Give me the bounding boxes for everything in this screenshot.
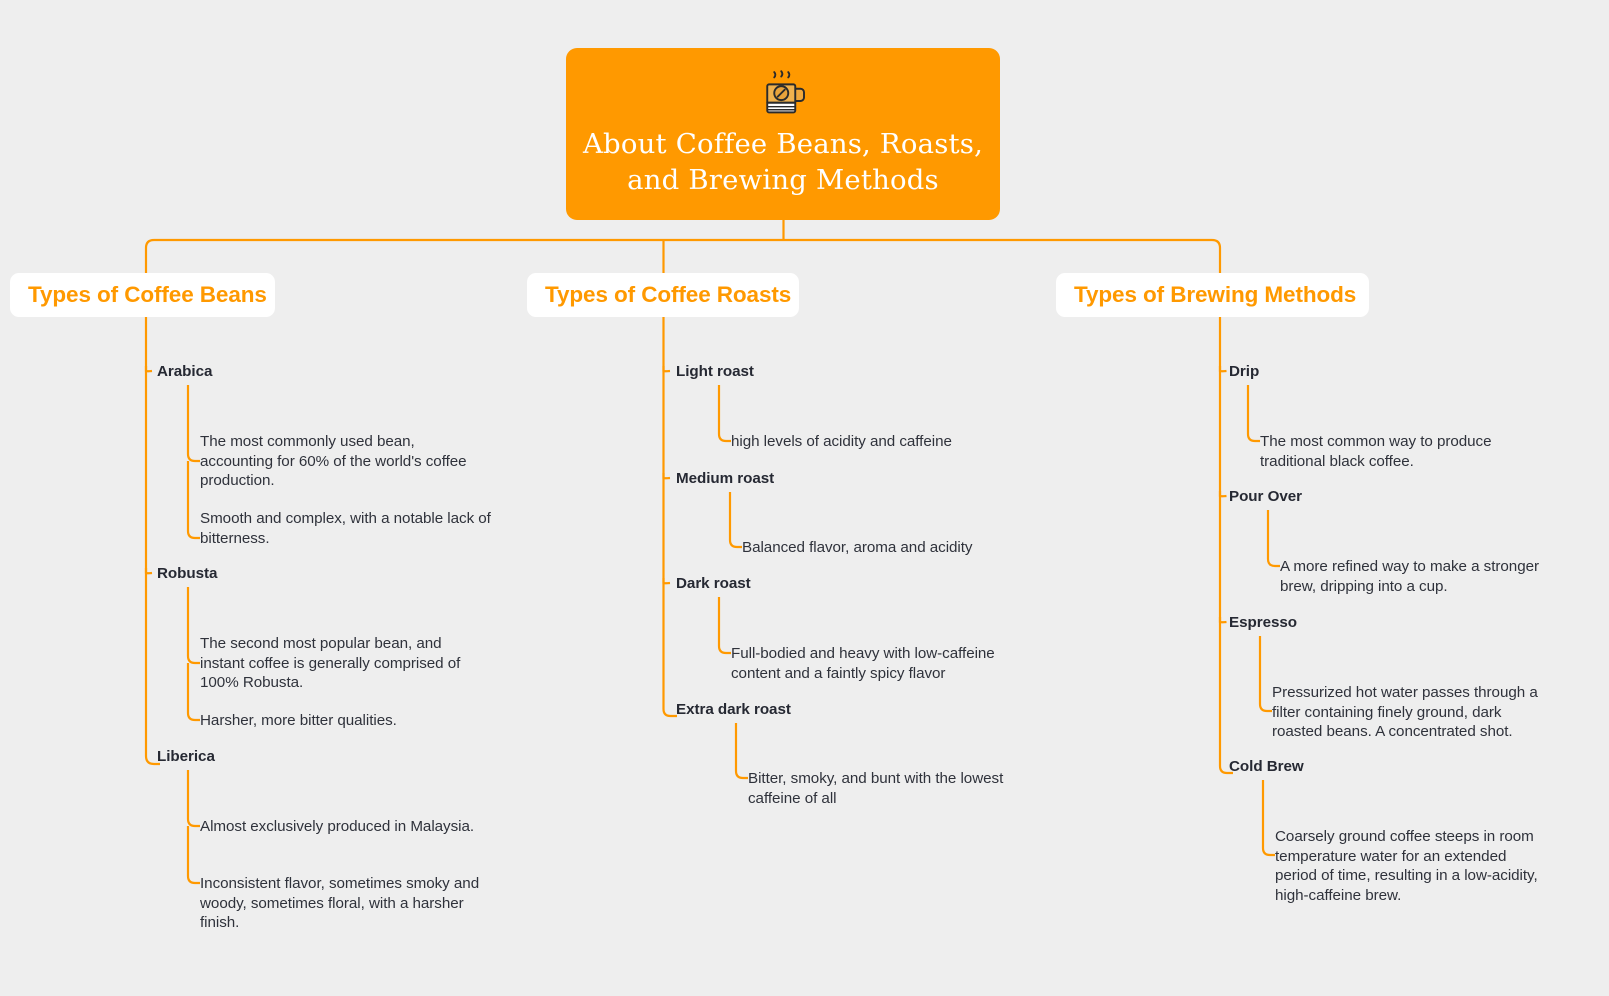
leaf-robusta[interactable]: Robusta [157,565,218,582]
substub-3-0 [1246,385,1260,443]
leaf-elbow-2-1 [662,473,671,480]
leaf-elbow-1-0 [144,366,153,373]
leaf-elbow-2-2 [662,578,671,585]
root-title: About Coffee Beans, Roasts, and Brewing … [582,128,984,196]
substub-1-1-b [186,663,200,722]
substub-1-2-b [186,826,200,885]
leaf-drip[interactable]: Drip [1229,363,1260,380]
detail-liberica-2: Inconsistent flavor, sometimes smoky and… [200,875,480,932]
leaf-liberica[interactable]: Liberica [157,748,215,765]
trunk-beans [144,317,160,766]
detail-pour-over-1: A more refined way to make a stronger br… [1280,558,1539,595]
detail-espresso-1: Pressurized hot water passes through a f… [1272,684,1538,741]
leaf-arabica[interactable]: Arabica [157,363,213,380]
leaf-medium-roast[interactable]: Medium roast [676,470,775,487]
branch-card-brewing-methods[interactable]: Types of Brewing Methods [1056,273,1369,317]
root-bus [144,238,1222,273]
leaf-elbow-3-2 [1218,617,1227,624]
substub-1-1-a [186,587,200,665]
coffee-mug-icon [766,70,805,114]
branch-label: Types of Brewing Methods [1074,282,1357,307]
detail-robusta-1: The second most popular bean, and instan… [200,635,461,692]
substub-1-2-a [186,770,200,828]
branch-label: Types of Coffee Roasts [545,282,792,307]
detail-liberica-1: Almost exclusively produced in Malaysia. [200,818,475,835]
leaf-pour-over[interactable]: Pour Over [1229,488,1302,505]
substub-2-2 [717,597,731,655]
branch-card-coffee-roasts[interactable]: Types of Coffee Roasts [527,273,799,317]
substub-2-0 [717,385,731,443]
substub-2-1 [728,492,742,549]
trunk-roasts [662,317,677,718]
leaf-light-roast[interactable]: Light roast [676,363,754,380]
substub-1-0-a [186,385,200,463]
detail-arabica-1: The most commonly used bean, accounting … [200,433,467,490]
root-node[interactable]: About Coffee Beans, Roasts, and Brewing … [566,48,1000,220]
leaf-espresso[interactable]: Espresso [1229,614,1297,631]
leaf-elbow-2-0 [662,366,671,373]
detail-extra-dark-roast-1: Bitter, smoky, and bunt with the lowest … [748,770,1004,807]
substub-3-2 [1258,636,1272,713]
leaf-elbow-3-1 [1218,491,1227,498]
detail-light-roast-1: high levels of acidity and caffeine [731,433,952,450]
substub-3-1 [1266,510,1280,568]
leaf-elbow-3-0 [1218,366,1227,373]
branch-card-coffee-beans[interactable]: Types of Coffee Beans [10,273,275,317]
trunk-brewing [1218,317,1233,775]
leaf-cold-brew[interactable]: Cold Brew [1229,758,1304,775]
detail-dark-roast-1: Full-bodied and heavy with low-caffeine … [731,645,995,682]
branch-label: Types of Coffee Beans [28,282,267,307]
detail-medium-roast-1: Balanced flavor, aroma and acidity [742,539,973,556]
leaf-extra-dark-roast[interactable]: Extra dark roast [676,701,791,718]
detail-cold-brew-1: Coarsely ground coffee steeps in room te… [1275,828,1538,904]
leaf-elbow-1-1 [144,568,153,575]
substub-2-3 [734,723,748,780]
detail-drip-1: The most common way to produce tradition… [1260,433,1492,470]
leaf-dark-roast[interactable]: Dark roast [676,575,751,592]
substub-3-3 [1261,780,1275,857]
substub-1-0-b [186,461,200,540]
detail-robusta-2: Harsher, more bitter qualities. [200,712,397,729]
detail-arabica-2: Smooth and complex, with a notable lack … [200,510,491,547]
